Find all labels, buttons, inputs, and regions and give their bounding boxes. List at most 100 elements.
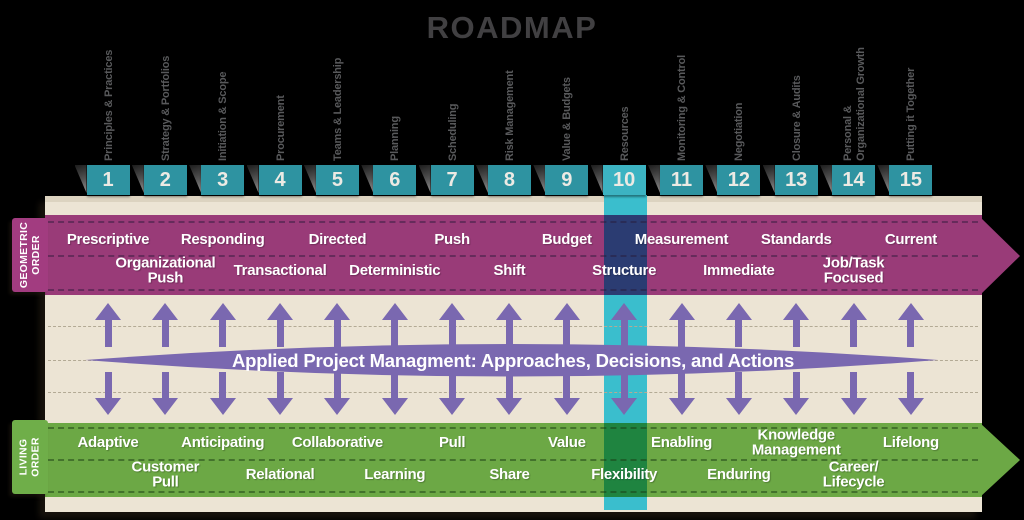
- column-number-box: 5: [315, 165, 359, 195]
- living-order-tab-label: LIVING ORDER: [18, 437, 43, 477]
- up-arrow-shaft: [219, 319, 227, 347]
- down-arrow-shaft: [850, 372, 858, 399]
- column-topic-label: Value & Budgets: [561, 77, 574, 161]
- geometric-band-arrowhead-icon: [980, 217, 1020, 295]
- number-box-fold-icon: [648, 165, 660, 193]
- panel-top-edge: [45, 196, 982, 202]
- geometric-band-word: Directed: [308, 230, 367, 248]
- column-topic-label: Closure & Audits: [790, 75, 803, 161]
- living-band-word: Share: [489, 465, 530, 483]
- living-band-word: Enabling: [651, 433, 712, 451]
- column-topic-label: Initiation & Scope: [217, 71, 230, 161]
- living-band-word: Pull: [438, 433, 466, 451]
- living-band-word: Relational: [245, 465, 315, 483]
- number-box-fold-icon: [303, 165, 316, 193]
- geometric-band-word: Standards: [760, 230, 832, 248]
- down-arrow-icon: [668, 398, 695, 415]
- up-arrow-icon: [209, 303, 236, 320]
- down-arrow-icon: [381, 398, 408, 415]
- up-arrow-icon: [439, 303, 466, 320]
- geometric-order-band: [45, 215, 982, 295]
- down-arrow-icon: [840, 398, 867, 415]
- center-banner-text: Applied Project Managment: Approaches, D…: [231, 350, 795, 371]
- down-arrow-shaft: [276, 372, 284, 399]
- up-arrow-shaft: [505, 319, 513, 347]
- down-arrow-icon: [611, 398, 638, 415]
- geometric-band-word: Structure: [592, 261, 657, 279]
- column-number-box: 2: [143, 165, 187, 195]
- geometric-band-word: Budget: [541, 230, 592, 248]
- geometric-band-word: Immediate: [703, 261, 775, 279]
- down-arrow-shaft: [505, 372, 513, 399]
- up-arrow-shaft: [333, 319, 341, 347]
- geometric-order-tab-label: GEOMETRIC ORDER: [18, 221, 43, 289]
- geometric-band-word: Measurement: [634, 230, 729, 248]
- up-arrow-icon: [267, 303, 294, 320]
- column-number-box: 6: [373, 165, 417, 195]
- up-arrow-icon: [668, 303, 695, 320]
- up-arrow-shaft: [678, 319, 685, 347]
- number-box-fold-icon: [131, 165, 144, 193]
- number-box-fold-icon: [418, 165, 431, 193]
- number-box-fold-icon: [820, 165, 833, 193]
- down-arrow-icon: [95, 398, 121, 415]
- up-arrow-icon: [381, 303, 408, 320]
- down-arrow-icon: [725, 398, 752, 415]
- living-band-word: Flexibility: [591, 465, 658, 483]
- down-arrow-icon: [439, 398, 466, 415]
- page-title: ROADMAP: [426, 10, 598, 45]
- column-number-box: 9: [545, 165, 589, 195]
- dashed-line: [48, 289, 978, 291]
- living-order-tab: LIVING ORDER: [12, 420, 48, 494]
- down-arrow-shaft: [219, 372, 227, 399]
- up-arrow-icon: [95, 303, 121, 320]
- down-arrow-shaft: [620, 372, 628, 399]
- dashed-line: [48, 459, 978, 461]
- dashed-line: [48, 392, 978, 393]
- living-band-word: Enduring: [707, 465, 771, 483]
- number-box-fold-icon: [590, 165, 603, 193]
- column-number-box: 3: [201, 165, 245, 195]
- column-number-box: 7: [430, 165, 474, 195]
- geometric-band-word: Push: [434, 230, 470, 248]
- living-band-word: Knowledge Management: [751, 426, 841, 458]
- column-topic-label: Resources: [618, 106, 631, 161]
- living-band-word: Lifelong: [882, 433, 939, 451]
- living-band-word: Anticipating: [181, 433, 265, 451]
- up-arrow-shaft: [276, 319, 284, 347]
- up-arrow-shaft: [735, 319, 743, 347]
- column-topic-label: Putting it Together: [905, 67, 918, 161]
- up-arrow-icon: [152, 303, 179, 320]
- geometric-order-tab: GEOMETRIC ORDER: [12, 218, 48, 292]
- down-arrow-shaft: [678, 372, 685, 399]
- column-number-box: 15: [889, 165, 933, 195]
- column-number-box: 1: [86, 165, 130, 195]
- down-arrow-icon: [783, 398, 810, 415]
- column-number-box: 11: [660, 165, 703, 195]
- down-arrow-shaft: [735, 372, 743, 399]
- number-box-fold-icon: [475, 165, 488, 193]
- geometric-band-word: Prescriptive: [66, 230, 150, 248]
- down-arrow-shaft: [161, 372, 169, 399]
- geometric-band-word: Organizational Push: [115, 254, 216, 286]
- dashed-line: [48, 427, 978, 429]
- down-arrow-shaft: [333, 372, 341, 399]
- dashed-line: [48, 326, 978, 327]
- down-arrow-shaft: [448, 372, 456, 399]
- up-arrow-icon: [553, 303, 580, 320]
- number-box-fold-icon: [705, 165, 718, 193]
- down-arrow-icon: [324, 398, 351, 415]
- down-arrow-icon: [496, 398, 523, 415]
- up-arrow-shaft: [391, 319, 399, 347]
- column-topic-label: Monitoring & Control: [676, 55, 688, 161]
- column-topic-label: Procurement: [274, 95, 287, 161]
- up-arrow-shaft: [620, 319, 628, 347]
- column-topic-label: Risk Management: [503, 70, 516, 161]
- up-arrow-icon: [611, 303, 638, 320]
- column-topic-label: Teams & Leadership: [331, 57, 344, 161]
- down-arrow-icon: [209, 398, 236, 415]
- up-arrow-shaft: [563, 319, 571, 347]
- geometric-band-word: Shift: [493, 261, 526, 279]
- number-box-fold-icon: [877, 165, 890, 193]
- number-box-fold-icon: [533, 165, 546, 193]
